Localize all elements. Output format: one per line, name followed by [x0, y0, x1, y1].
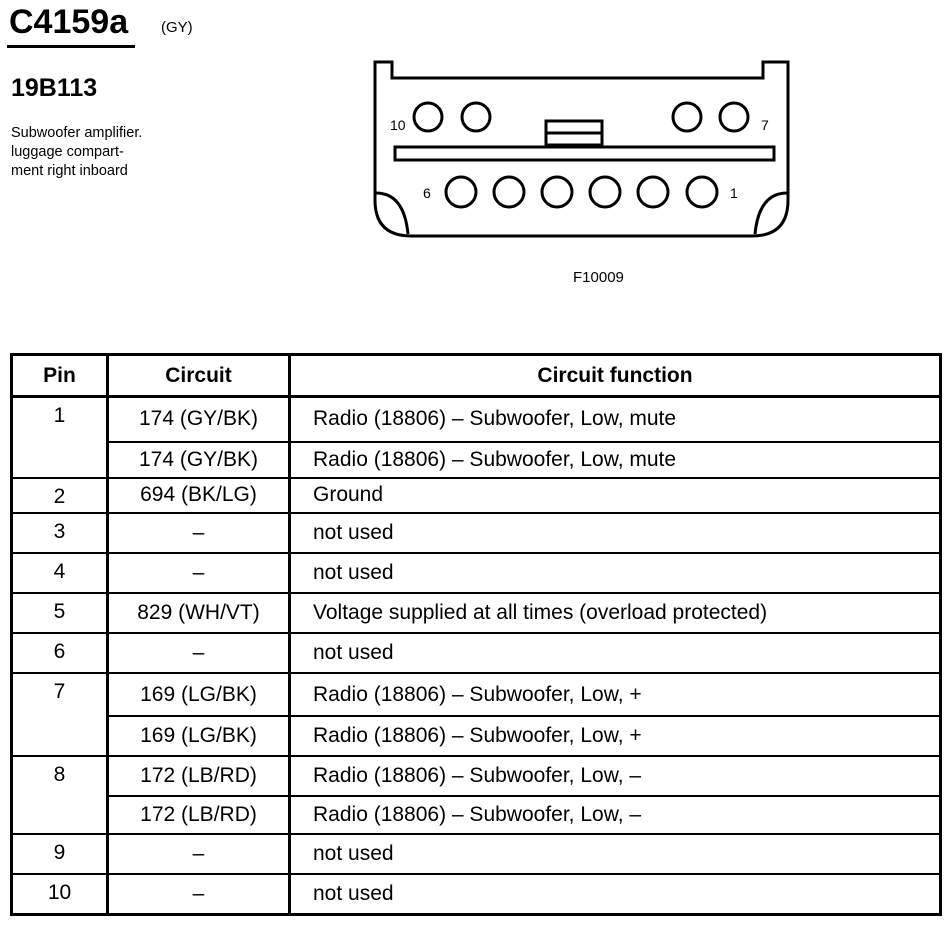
header-circuit: Circuit — [106, 353, 291, 398]
circuit-function: Radio (18806) – Subwoofer, Low, – — [288, 754, 942, 797]
table-row: 6–not used — [10, 632, 942, 675]
pin-number: 8 — [10, 754, 109, 836]
pin-number: 9 — [10, 833, 109, 876]
pin-cavity-8 — [671, 101, 703, 133]
lower-right-notch — [753, 191, 788, 235]
circuit-id: – — [106, 833, 291, 876]
circuit-function: not used — [288, 632, 942, 675]
pin-label-10: 10 — [390, 117, 406, 133]
connector-outline — [373, 60, 790, 238]
pin-cavity-5 — [492, 175, 526, 209]
connector-id: C4159a — [9, 3, 129, 41]
circuit-id: – — [106, 511, 291, 555]
pin-number: 3 — [10, 511, 109, 555]
table-row: 172 (LB/RD)Radio (18806) – Subwoofer, Lo… — [12, 794, 942, 836]
table-row: 3–not used — [10, 511, 942, 555]
color-code: (GY) — [161, 19, 193, 36]
part-number: 19B113 — [11, 74, 98, 102]
pin-number: 6 — [10, 632, 109, 675]
circuit-function: Radio (18806) – Subwoofer, Low, – — [288, 794, 942, 836]
connector-face-diagram: 10 7 6 1 — [373, 60, 790, 238]
pin-cavity-1 — [685, 175, 719, 209]
connector-id-underline — [7, 45, 135, 48]
table-row: 9–not used — [10, 833, 942, 876]
pin-number: 7 — [10, 672, 109, 757]
pin-cavity-6 — [444, 175, 478, 209]
pin-number: 2 — [10, 476, 109, 514]
circuit-id: 169 (LG/BK) — [106, 714, 291, 757]
table-row: 169 (LG/BK)Radio (18806) – Subwoofer, Lo… — [12, 714, 942, 757]
circuit-id: 694 (BK/LG) — [106, 476, 291, 514]
pin-label-1: 1 — [730, 185, 738, 201]
circuit-function: Radio (18806) – Subwoofer, Low, mute — [288, 395, 942, 443]
pin-label-7: 7 — [761, 117, 769, 133]
pin-cavity-2 — [636, 175, 670, 209]
table-row: 4–not used — [10, 552, 942, 595]
table-header-row: Pin Circuit Circuit function — [10, 353, 942, 398]
circuit-id: 829 (WH/VT) — [106, 592, 291, 635]
pin-cavity-7 — [718, 101, 750, 133]
pin-cavity-10 — [412, 101, 444, 133]
header-circuit-function: Circuit function — [288, 353, 942, 398]
header-pin: Pin — [10, 353, 109, 398]
pin-label-6: 6 — [423, 185, 431, 201]
circuit-id: 174 (GY/BK) — [106, 440, 291, 479]
circuit-id: 172 (LB/RD) — [106, 794, 291, 836]
circuit-function: not used — [288, 833, 942, 876]
circuit-id: 174 (GY/BK) — [106, 395, 291, 443]
pin-number: 10 — [10, 873, 109, 916]
circuit-function: Radio (18806) – Subwoofer, Low, mute — [288, 440, 942, 479]
circuit-function: Radio (18806) – Subwoofer, Low, + — [288, 714, 942, 757]
pin-number: 5 — [10, 592, 109, 635]
pin-cavity-3 — [588, 175, 622, 209]
circuit-function: not used — [288, 552, 942, 595]
table-row: 174 (GY/BK)Radio (18806) – Subwoofer, Lo… — [12, 440, 942, 479]
pin-cavity-9 — [460, 101, 492, 133]
figure-code: F10009 — [573, 269, 624, 286]
lower-left-notch — [375, 191, 410, 235]
circuit-function: Radio (18806) – Subwoofer, Low, + — [288, 672, 942, 717]
circuit-function: not used — [288, 873, 942, 916]
pin-cavity-4 — [540, 175, 574, 209]
circuit-id: – — [106, 632, 291, 675]
pin-number: 1 — [10, 395, 109, 479]
table-row: 10–not used — [10, 873, 942, 916]
connector-description: Subwoofer amplifier. luggage compart- me… — [11, 125, 143, 179]
circuit-id: – — [106, 552, 291, 595]
circuit-id: – — [106, 873, 291, 916]
circuit-id: 169 (LG/BK) — [106, 672, 291, 717]
circuit-function: not used — [288, 511, 942, 555]
pin-number: 4 — [10, 552, 109, 595]
circuit-id: 172 (LB/RD) — [106, 754, 291, 797]
separator-bar — [393, 145, 776, 162]
circuit-function: Voltage supplied at all times (overload … — [288, 592, 942, 635]
circuit-function: Ground — [288, 476, 942, 514]
